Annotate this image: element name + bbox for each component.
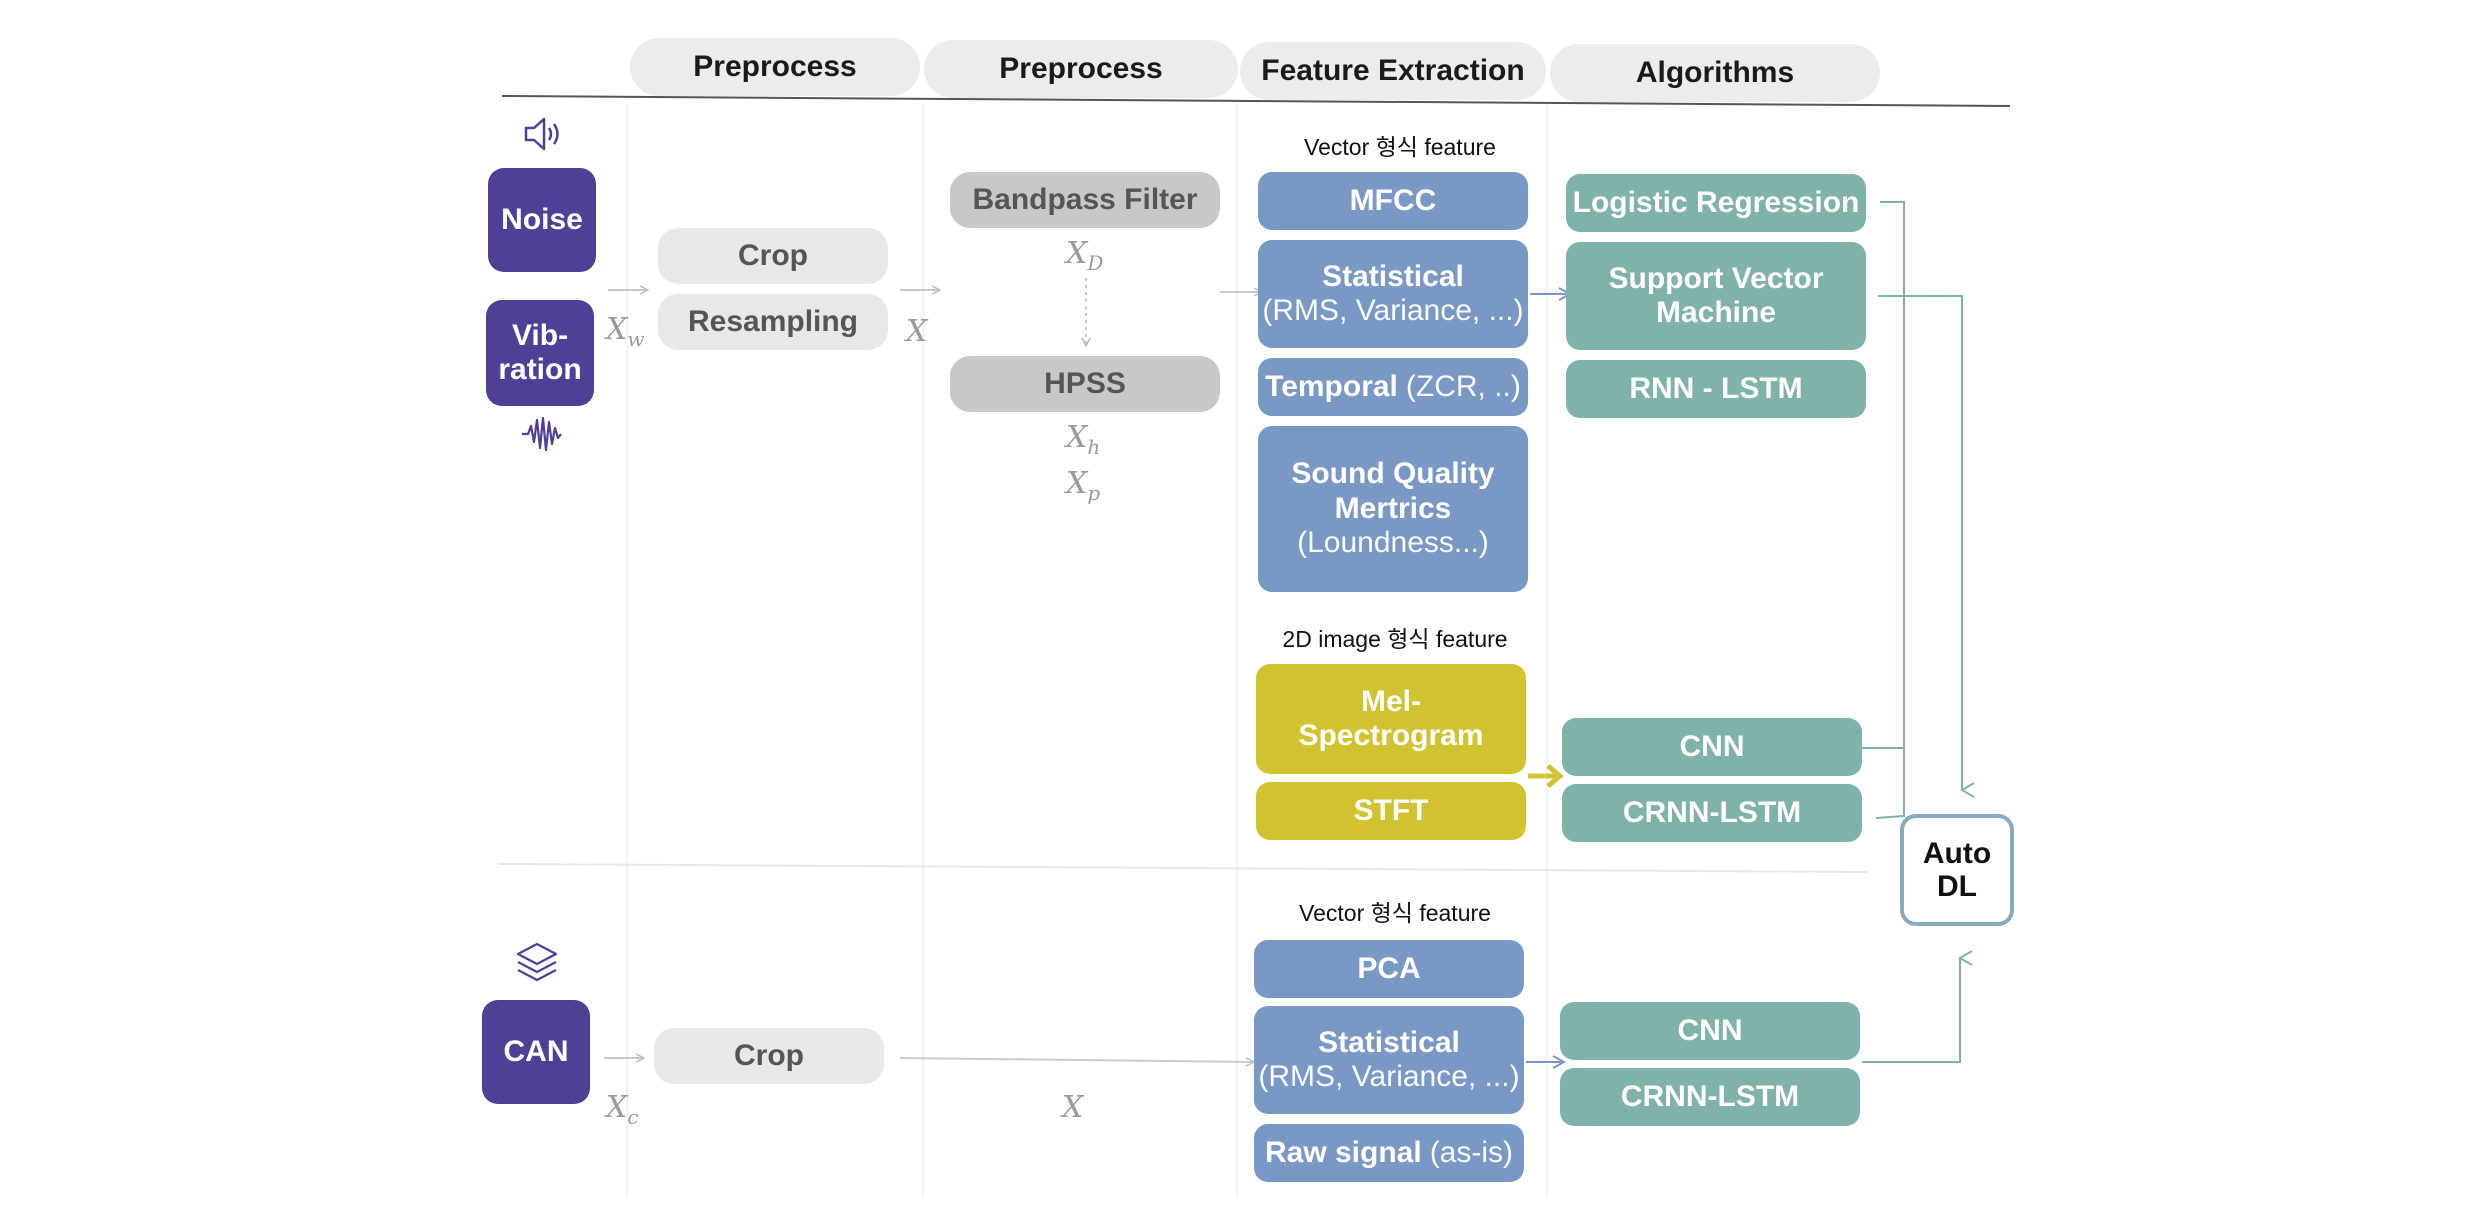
arrow-image-head (1546, 764, 1564, 788)
crop-box: Crop (658, 228, 888, 284)
cnn-box: CNN (1562, 718, 1862, 776)
vector-feature-caption: Vector 형식 feature (1304, 134, 1496, 160)
symbol-x-top-base: X (906, 314, 928, 349)
cnn-can-box: CNN (1560, 1002, 1860, 1060)
symbol-xh: Xh (1066, 420, 1100, 459)
raw-signal-title: Raw signal (1264, 1135, 1422, 1169)
image-feature-caption: 2D image 형식 feature (1282, 626, 1508, 652)
vibration-label-line1: Vib- (511, 318, 569, 352)
mel-spectrogram-box: Mel- Spectrogram (1256, 664, 1526, 774)
statistical-can-title: Statistical (1318, 1025, 1460, 1059)
symbol-xd-base: X (1066, 236, 1088, 271)
mel-line1: Mel- (1361, 684, 1421, 718)
column-divider (626, 105, 628, 1195)
symbol-xp-sub: p (1087, 481, 1101, 505)
symbol-xd-sub: D (1087, 251, 1104, 275)
layers-icon (514, 940, 560, 986)
svm-line1: Support Vector (1608, 261, 1824, 295)
statistical-title: Statistical (1322, 259, 1464, 293)
symbol-xh-sub: h (1087, 435, 1101, 459)
symbol-x-top: X (906, 314, 927, 349)
vector-feature-caption-can: Vector 형식 feature (1299, 900, 1491, 926)
sound-quality-box: Sound Quality Mertrics (Loundness...) (1258, 426, 1528, 592)
statistical-box: Statistical (RMS, Variance, ...) (1258, 240, 1528, 348)
statistical-can-sub: (RMS, Variance, ...) (1258, 1060, 1520, 1093)
symbol-xc-base: X (606, 1090, 628, 1125)
header-feature-extraction: Feature Extraction (1240, 42, 1546, 100)
header-preprocess-1: Preprocess (630, 38, 920, 96)
mfcc-box: MFCC (1258, 172, 1528, 230)
auto-dl-line1: Auto (1922, 837, 1992, 870)
header-algorithms: Algorithms (1550, 44, 1880, 102)
vibration-label-line2: ration (498, 353, 582, 386)
symbol-xp: Xp (1066, 466, 1100, 505)
symbol-xw-base: X (606, 312, 628, 347)
can-input-box: CAN (482, 1000, 590, 1104)
temporal-box: Temporal (ZCR, ..) (1258, 358, 1528, 416)
noise-input-box: Noise (488, 168, 596, 272)
hpss-box: HPSS (950, 356, 1220, 412)
svm-box: Support Vector Machine (1566, 242, 1866, 350)
sound-quality-line3: (Loundness...) (1297, 526, 1489, 560)
stft-box: STFT (1256, 782, 1526, 840)
column-divider (922, 105, 924, 1195)
column-divider (1236, 105, 1238, 1195)
bracket-can (1862, 950, 1973, 1063)
symbol-xd: XD (1066, 236, 1103, 275)
bandpass-filter-box: Bandpass Filter (950, 172, 1220, 228)
logistic-regression-box: Logistic Regression (1566, 174, 1866, 232)
header-rule (501, 95, 2011, 107)
waveform-icon (520, 414, 564, 454)
raw-signal-box: Raw signal (as-is) (1254, 1124, 1524, 1182)
sound-quality-line2: Mertrics (1334, 491, 1452, 525)
crop-can-box: Crop (654, 1028, 884, 1084)
resampling-box: Resampling (658, 294, 888, 350)
symbol-xw: Xw (606, 312, 644, 351)
arrow-crop-to-can-features (899, 1057, 1254, 1062)
crnn-lstm-box: CRNN-LSTM (1562, 784, 1862, 842)
pca-box: PCA (1254, 940, 1524, 998)
symbol-xp-base: X (1066, 466, 1088, 501)
symbol-xw-sub: w (627, 327, 645, 351)
temporal-sub: (ZCR, ..) (1405, 369, 1521, 403)
rnn-lstm-box: RNN - LSTM (1566, 360, 1866, 418)
crnn-lstm-can-box: CRNN-LSTM (1560, 1068, 1860, 1126)
raw-signal-sub: (as-is) (1429, 1135, 1514, 1169)
can-label: CAN (503, 1034, 569, 1068)
temporal-title: Temporal (1265, 369, 1398, 403)
bracket-left (1875, 201, 1905, 819)
symbol-xc: Xc (606, 1090, 639, 1129)
column-divider (1546, 105, 1548, 1195)
statistical-can-box: Statistical (RMS, Variance, ...) (1254, 1006, 1524, 1114)
svm-line2: Machine (1655, 296, 1777, 329)
sound-quality-line1: Sound Quality (1291, 457, 1495, 491)
bracket-right (1878, 295, 1975, 798)
symbol-x-bottom: X (1062, 1090, 1083, 1125)
section-divider (497, 863, 1869, 873)
statistical-sub: (RMS, Variance, ...) (1262, 294, 1524, 327)
symbol-xh-base: X (1066, 420, 1088, 455)
auto-dl-line2: DL (1937, 870, 1977, 903)
speaker-icon (522, 114, 566, 154)
symbol-xc-sub: c (627, 1105, 639, 1129)
symbol-x-bottom-base: X (1062, 1090, 1084, 1125)
header-preprocess-2: Preprocess (924, 40, 1238, 98)
auto-dl-box: Auto DL (1900, 814, 2014, 926)
mel-line2: Spectrogram (1298, 719, 1484, 752)
vibration-input-box: Vib- ration (486, 300, 594, 406)
noise-label: Noise (501, 202, 583, 236)
